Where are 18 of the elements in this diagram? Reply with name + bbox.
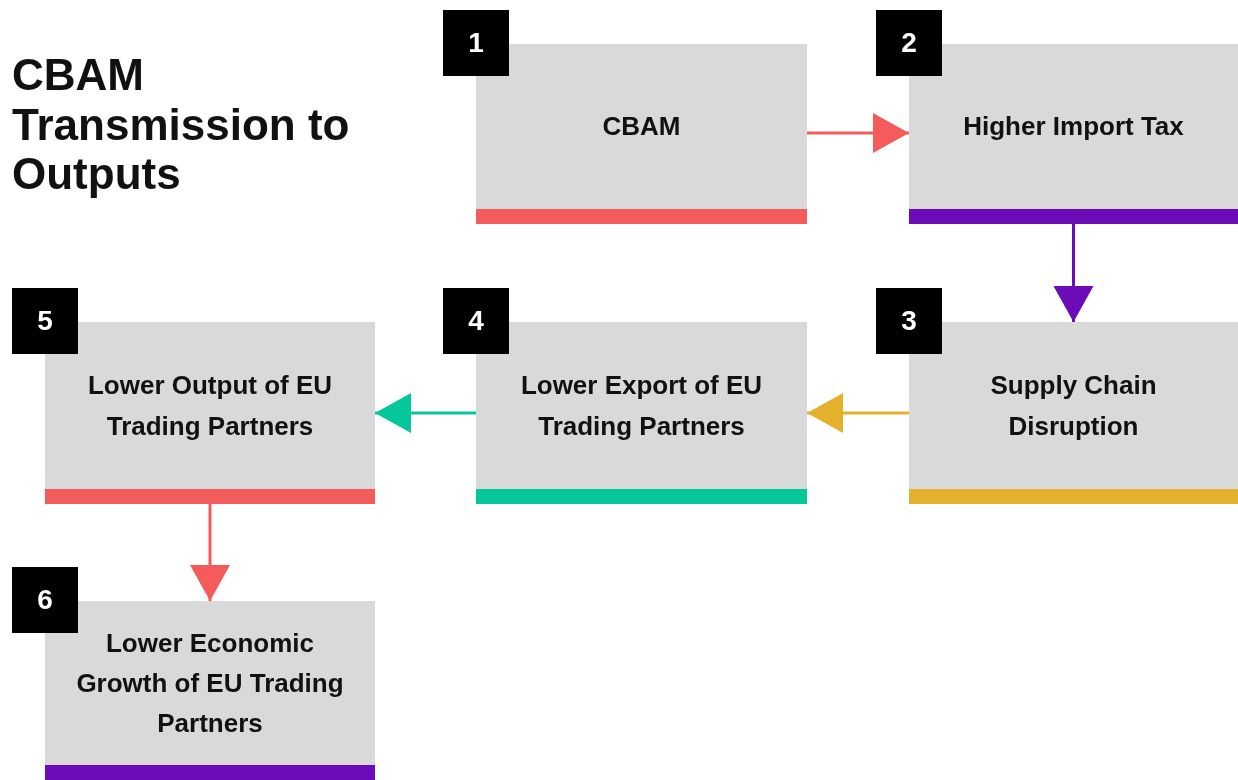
arrow bbox=[807, 113, 909, 153]
box-label: Lower Economic Growth of EU Trading Partners bbox=[75, 626, 345, 741]
arrow bbox=[807, 393, 909, 433]
arrow bbox=[1053, 224, 1094, 322]
box-label: CBAM bbox=[602, 110, 681, 144]
number-badge: 1 bbox=[443, 10, 509, 76]
box-label: Higher Import Tax bbox=[963, 110, 1184, 144]
number-badge: 5 bbox=[12, 288, 78, 354]
number-badge: 3 bbox=[876, 288, 942, 354]
number-badge: 4 bbox=[443, 288, 509, 354]
diagram-title: CBAM Transmission to Outputs bbox=[12, 50, 351, 200]
number-badge: 6 bbox=[12, 567, 78, 633]
arrow bbox=[375, 393, 476, 433]
number-badge: 2 bbox=[876, 10, 942, 76]
box-label: Supply Chain Disruption bbox=[989, 369, 1158, 443]
box-label: Lower Export of EU Trading Partners bbox=[519, 369, 764, 443]
box-label: Lower Output of EU Trading Partners bbox=[86, 369, 334, 443]
arrow bbox=[190, 504, 230, 601]
